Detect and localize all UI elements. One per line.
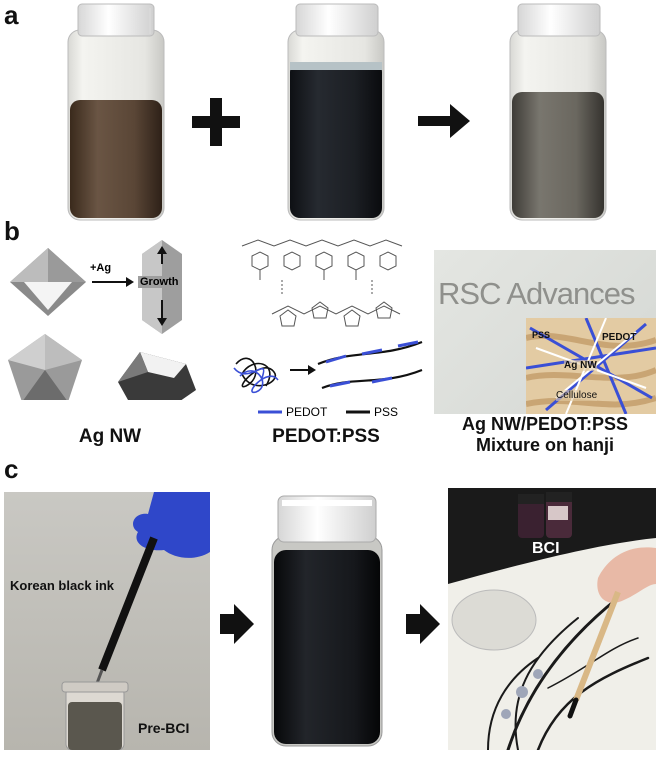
korean-black-ink-label: Korean black ink — [10, 578, 115, 593]
bci-bottles — [518, 492, 572, 538]
inset-cellulose-label: Cellulose — [556, 390, 598, 401]
hanji-inset-schematic: PSS PEDOT Ag NW Cellulose — [526, 318, 656, 414]
pss-chemical-structure — [241, 239, 403, 296]
hanji-caption-line2: Mixture on hanji — [475, 435, 614, 455]
pedot-pss-structure-diagram — [233, 239, 423, 414]
plus-ag-label: +Ag — [90, 262, 112, 274]
pedot-pss-caption: PEDOT:PSS — [272, 426, 380, 447]
dropper-pipette — [93, 536, 158, 694]
pentagon-shape — [8, 334, 82, 400]
ink-plate — [451, 589, 537, 651]
inset-pedot-label: PEDOT — [602, 332, 637, 343]
pre-bci-label: Pre-BCI — [138, 720, 190, 736]
inset-pss-label: PSS — [532, 330, 551, 340]
panel-label-b: b — [4, 216, 20, 246]
pedot-pss-extended-chains — [317, 340, 423, 390]
panel-label-a: a — [4, 0, 19, 30]
octahedron-seed-shape — [10, 248, 86, 316]
hanji-caption-line1: Ag NW/PEDOT:PSS — [461, 414, 628, 434]
vial-pedot-pss — [287, 3, 385, 221]
pedot-chemical-structure — [271, 301, 401, 327]
hand-with-brush — [567, 547, 656, 719]
bci-painting-photo: BCI — [448, 488, 656, 750]
hanji-caption: Ag NW/PEDOT:PSS Mixture on hanji — [434, 414, 656, 456]
agnw-caption: Ag NW — [78, 426, 142, 447]
dropper-scene — [61, 492, 210, 750]
arrow-right-icon — [418, 104, 470, 138]
pre-bci-photo: Korean black ink Pre-BCI — [4, 492, 210, 750]
hanji-photo: RSC Advances PSS PEDOT Ag NW Cellulose — [434, 250, 656, 414]
bci-label: BCI — [532, 540, 560, 557]
hanji-written-text: RSC Advances — [438, 276, 635, 311]
growth-label: Growth — [138, 276, 181, 288]
inset-agnw-label: Ag NW — [564, 360, 597, 371]
arrow-right-icon-c2 — [406, 604, 440, 644]
plus-icon — [192, 98, 240, 146]
panel-a-vials — [67, 3, 607, 221]
legend-pss-label: PSS — [374, 405, 399, 419]
blue-glove — [133, 492, 210, 558]
decahedral-rod-shape — [118, 352, 196, 400]
panel-label-c: c — [4, 454, 19, 484]
agnw-crystal-diagram — [8, 240, 196, 400]
vial-agnw — [67, 3, 165, 221]
bci-vial — [271, 495, 383, 747]
pedot-pss-coil — [233, 357, 279, 393]
arrow-right-icon-c1 — [220, 604, 254, 644]
small-vial-pre-bci — [61, 681, 129, 750]
vial-mixture — [509, 3, 607, 221]
orchid-brushstrokes — [487, 596, 650, 750]
orchid-flowers — [501, 669, 543, 719]
legend-pedot-label: PEDOT — [286, 405, 328, 419]
painting-scene — [448, 488, 656, 750]
